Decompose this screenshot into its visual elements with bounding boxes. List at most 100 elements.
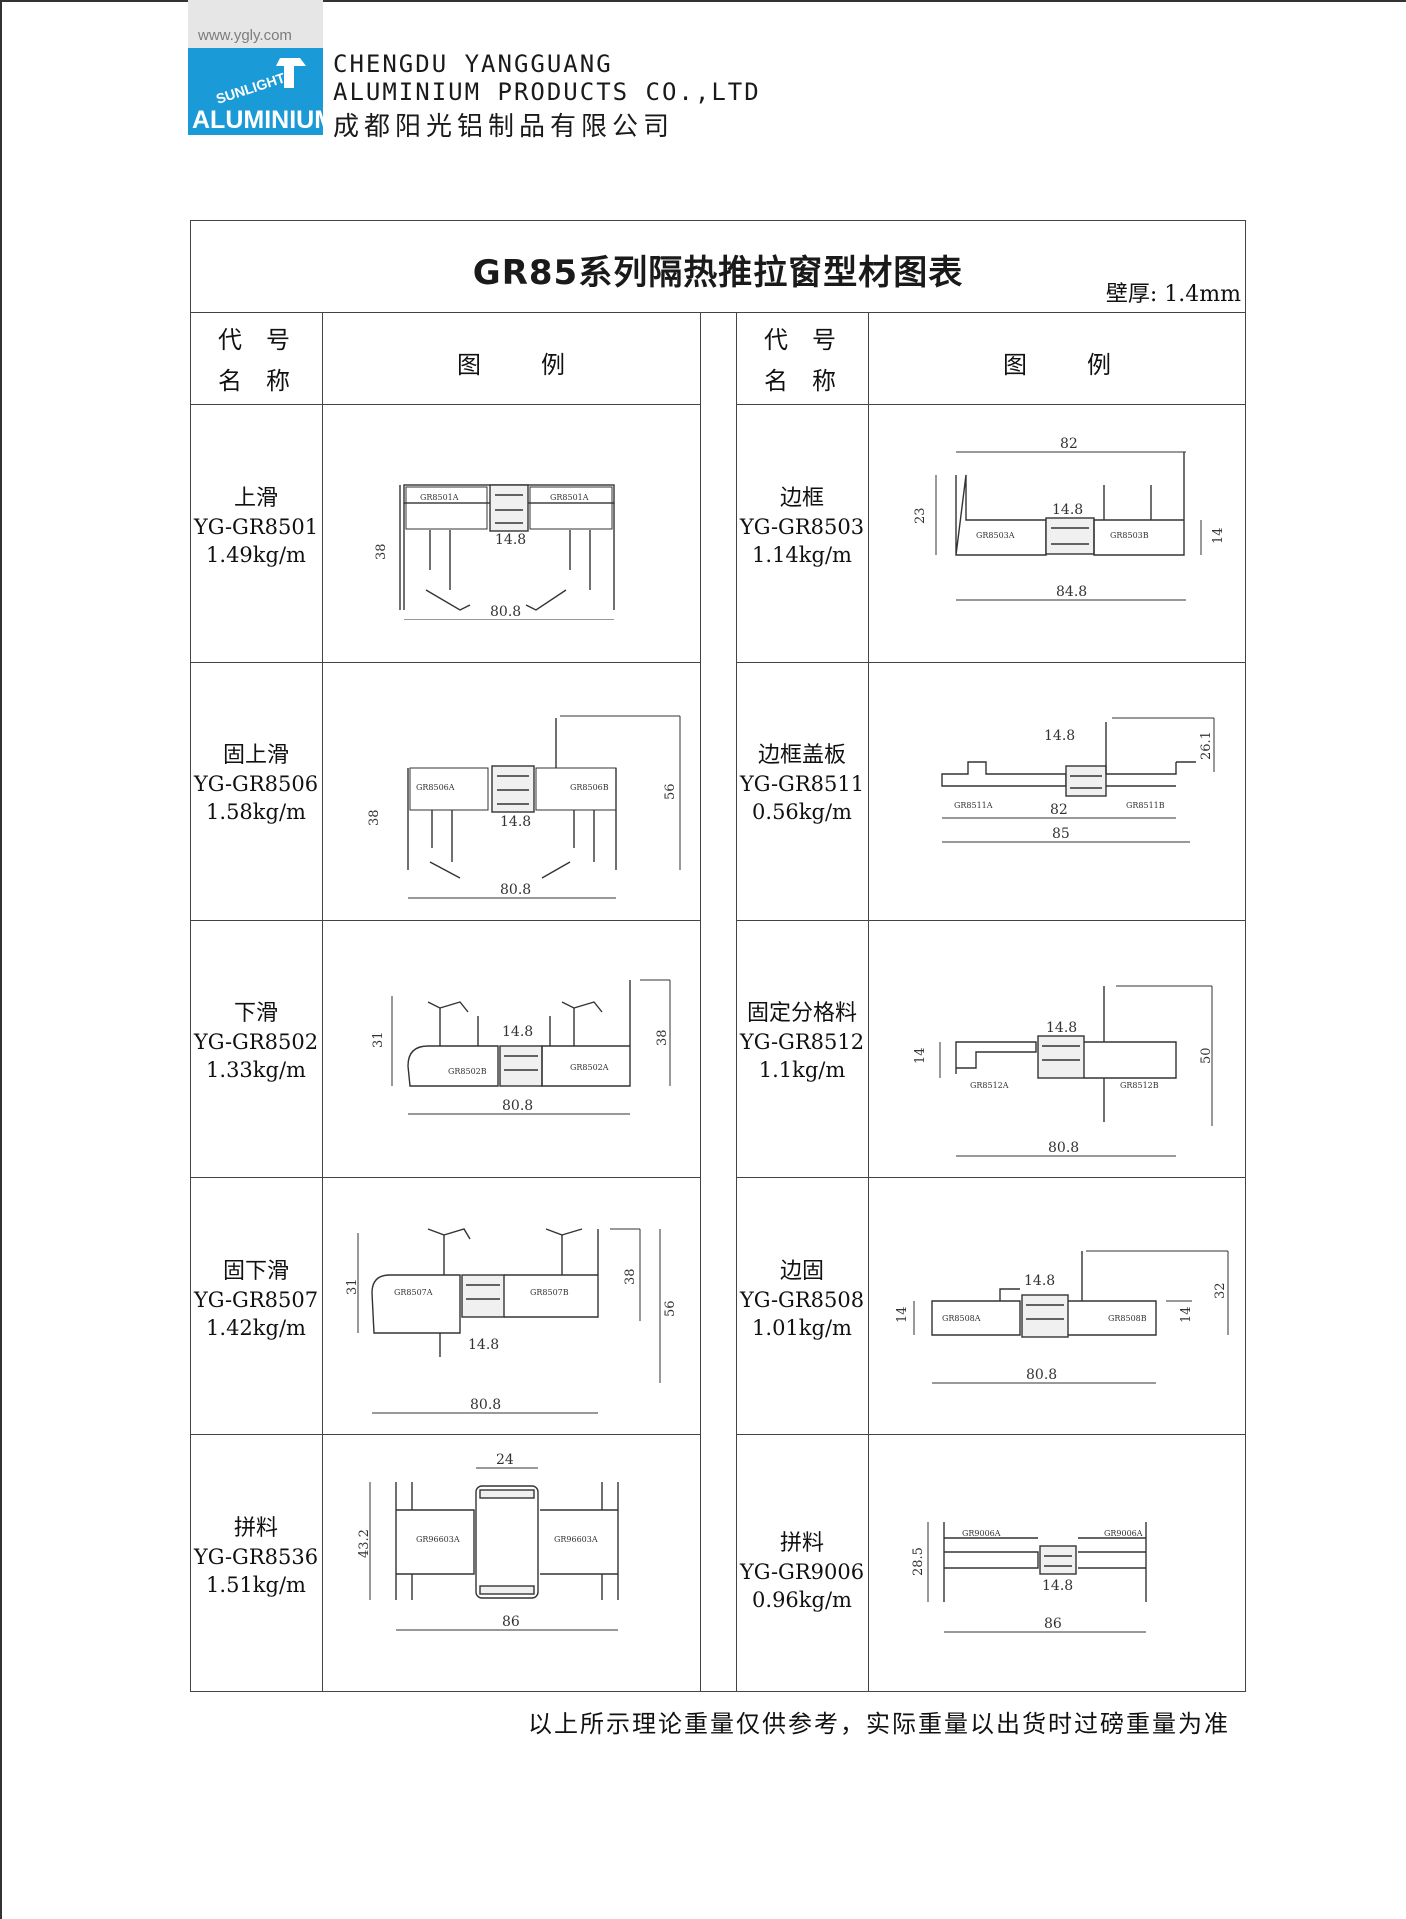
item-label-gr8512: 固定分格料 YG-GR8512 1.1kg/m	[736, 1000, 868, 1084]
dimension-label: 31	[345, 1278, 360, 1295]
dimension-label: 14.8	[1044, 728, 1075, 744]
item-code: YG-GR8508	[739, 1288, 865, 1312]
item-name: 固定分格料	[746, 1001, 857, 1026]
part-label: GR96603A	[554, 1535, 598, 1544]
dimension-label: 38	[374, 543, 389, 560]
title-divider	[190, 312, 1246, 313]
header-code-line1: 代号	[764, 326, 860, 354]
dimension-label: 14.8	[1046, 1020, 1077, 1036]
part-label: GR8503A	[976, 531, 1015, 540]
item-weight: 1.49kg/m	[206, 543, 306, 567]
dimension-label: 56	[663, 783, 678, 800]
item-name: 边框	[779, 486, 824, 511]
item-weight: 0.56kg/m	[752, 800, 852, 824]
part-label: GR8506A	[416, 783, 455, 792]
item-code: YG-GR8536	[193, 1545, 319, 1569]
document-title: GR85系列隔热推拉窗型材图表	[472, 253, 964, 293]
profile-drawing-gr8502: GR8502B GR8502A 31 14.8 38 80.8	[371, 979, 671, 1115]
item-name: 边框盖板	[757, 743, 846, 768]
dimension-label: 80.8	[1026, 1367, 1057, 1383]
dimension-label: 14.8	[495, 532, 526, 548]
header-divider-left	[190, 404, 700, 405]
item-weight: 1.1kg/m	[758, 1058, 846, 1082]
profile-drawing-gr8508: GR8508A GR8508B 14.8 14 14 32 80.8	[895, 1250, 1229, 1384]
profile-table	[190, 220, 1246, 1692]
item-weight: 1.14kg/m	[752, 543, 852, 567]
dimension-label: 31	[371, 1031, 386, 1048]
item-label-gr8506: 固上滑 YG-GR8506 1.58kg/m	[190, 742, 322, 826]
item-label-gr9006: 拼料 YG-GR9006 0.96kg/m	[736, 1530, 868, 1614]
part-label: GR8508A	[942, 1314, 981, 1323]
profile-drawing-gr8511: GR8511A GR8511B 14.8 26.1 82 85	[941, 717, 1215, 843]
dimension-label: 56	[663, 1300, 678, 1317]
wall-thickness: 壁厚: 1.4mm	[1105, 282, 1241, 307]
header-divider-right	[736, 404, 1246, 405]
part-label: GR8508B	[1108, 1314, 1147, 1323]
dimension-label: 80.8	[500, 882, 531, 898]
row-divider	[190, 1434, 700, 1435]
item-name: 固上滑	[222, 743, 289, 768]
company-name-en-line2: ALUMINIUM PRODUCTS CO.,LTD	[333, 78, 761, 106]
part-label: GR9006A	[962, 1529, 1001, 1538]
part-label: GR8501A	[420, 493, 459, 502]
part-label: GR8506B	[570, 783, 609, 792]
dimension-label: 80.8	[490, 604, 521, 620]
website-text: www.ygly.com	[197, 27, 292, 44]
dimension-label: 82	[1050, 802, 1068, 818]
item-label-gr8507: 固下滑 YG-GR8507 1.42kg/m	[190, 1258, 322, 1342]
dimension-label: 23	[913, 507, 928, 524]
profile-drawing-gr8506: GR8506A GR8506B 38 14.8 56 80.8	[367, 715, 681, 899]
part-label: GR8502A	[570, 1063, 609, 1072]
company-name-en-line1: CHENGDU YANGGUANG	[333, 50, 613, 78]
item-label-gr8502: 下滑 YG-GR8502 1.33kg/m	[190, 1000, 322, 1084]
profile-drawing-gr9006: GR9006A GR9006A 28.5 14.8 86	[911, 1522, 1147, 1633]
item-weight: 0.96kg/m	[752, 1588, 852, 1612]
profile-drawing-gr8536: GR96603A GR96603A 24 43.2 86	[357, 1452, 619, 1631]
item-code: YG-GR8506	[193, 772, 319, 796]
dimension-label: 84.8	[1056, 584, 1087, 600]
item-code: YG-GR8503	[739, 515, 865, 539]
dimension-label: 38	[655, 1029, 670, 1046]
dimension-label: 14	[895, 1306, 910, 1323]
item-weight: 1.42kg/m	[206, 1316, 306, 1340]
dimension-label: 86	[1044, 1616, 1062, 1632]
item-weight: 1.01kg/m	[752, 1316, 852, 1340]
dimension-label: 38	[623, 1268, 638, 1285]
item-code: YG-GR8502	[193, 1030, 319, 1054]
item-weight: 1.33kg/m	[206, 1058, 306, 1082]
row-divider	[190, 1177, 700, 1178]
header-code-line2: 名称	[764, 367, 860, 395]
dimension-label: 14.8	[468, 1337, 499, 1353]
part-label: GR8512A	[970, 1081, 1009, 1090]
header-code-line1: 代号	[218, 326, 314, 354]
part-label: GR8512B	[1120, 1081, 1159, 1090]
header-code-line2: 名称	[218, 367, 314, 395]
item-name: 拼料	[233, 1516, 278, 1541]
part-label: GR8511A	[954, 801, 993, 810]
item-code: YG-GR8512	[739, 1030, 865, 1054]
dimension-label: 14.8	[1052, 502, 1083, 518]
part-label: GR96603A	[416, 1535, 460, 1544]
item-label-gr8508: 边固 YG-GR8508 1.01kg/m	[736, 1258, 868, 1342]
item-label-gr8503: 边框 YG-GR8503 1.14kg/m	[736, 485, 868, 569]
logo-text-bottom: ALUMINIUM	[192, 106, 323, 134]
row-divider	[736, 1177, 1246, 1178]
item-name: 下滑	[233, 1001, 278, 1026]
profile-drawing-gr8501: GR8501A GR8501A 38 14.8 80.8	[374, 484, 615, 620]
dimension-label: 14.8	[502, 1024, 533, 1040]
item-code: YG-GR8511	[739, 772, 865, 796]
dimension-label: 85	[1052, 826, 1070, 842]
dimension-label: 43.2	[357, 1529, 372, 1558]
profile-drawing-gr8503: GR8503A GR8503B 82 14.8 23 14 84.8	[913, 436, 1226, 601]
dimension-label: 28.5	[911, 1547, 926, 1576]
item-name: 上滑	[233, 486, 278, 511]
dimension-label: 14.8	[1024, 1273, 1055, 1289]
item-weight: 1.51kg/m	[206, 1573, 306, 1597]
part-label: GR8501A	[550, 493, 589, 502]
header-figure-left: 图例	[457, 351, 625, 379]
dimension-label: 14	[1179, 1306, 1194, 1323]
row-divider	[736, 1434, 1246, 1435]
company-name-cn: 成都阳光铝制品有限公司	[333, 112, 675, 142]
col-divider	[322, 312, 323, 1692]
